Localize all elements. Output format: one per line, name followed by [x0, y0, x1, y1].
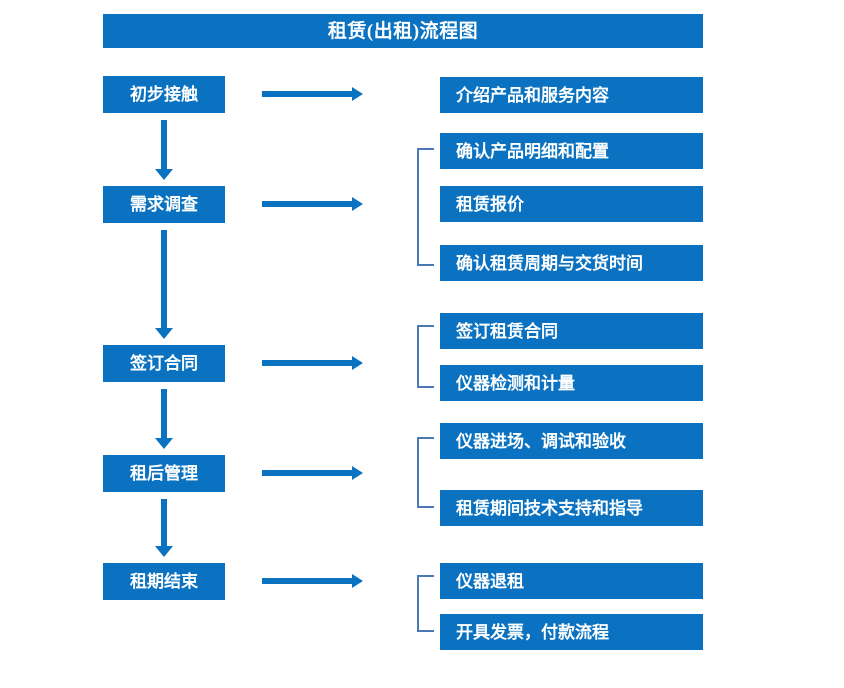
- arrow-shaft: [262, 201, 353, 207]
- stage-label: 签订合同: [130, 354, 198, 373]
- detail-box-instrument-inspection[interactable]: 仪器检测和计量: [440, 365, 703, 401]
- stage-label: 租后管理: [130, 464, 198, 483]
- detail-box-instrument-onsite-commissioning[interactable]: 仪器进场、调试和验收: [440, 423, 703, 459]
- arrow-head: [352, 197, 363, 211]
- detail-box-confirm-period-delivery[interactable]: 确认租赁周期与交货时间: [440, 245, 703, 281]
- arrow-shaft: [161, 120, 167, 169]
- group-bracket-rental-end: [417, 575, 434, 632]
- detail-label: 仪器退租: [456, 571, 524, 591]
- stage-label: 需求调查: [130, 195, 198, 214]
- stage-box-sign-contract[interactable]: 签订合同: [103, 345, 225, 382]
- detail-label: 仪器进场、调试和验收: [456, 431, 626, 451]
- stage-label: 初步接触: [130, 85, 198, 104]
- detail-box-confirm-product-spec[interactable]: 确认产品明细和配置: [440, 133, 703, 169]
- detail-label: 开具发票，付款流程: [456, 622, 609, 642]
- arrow-shaft: [161, 230, 167, 328]
- group-bracket-sign-contract: [417, 325, 434, 388]
- stage-label: 租期结束: [130, 572, 198, 591]
- detail-box-technical-support[interactable]: 租赁期间技术支持和指导: [440, 490, 703, 526]
- arrow-head: [155, 169, 173, 180]
- group-bracket-post-rental-management: [417, 437, 434, 508]
- arrow-shaft: [262, 470, 353, 476]
- right-arrow-icon-3: [262, 356, 363, 370]
- detail-label: 租赁报价: [456, 194, 524, 214]
- right-arrow-icon-1: [262, 87, 363, 101]
- page-title: 租赁(出租)流程图: [327, 20, 479, 42]
- detail-box-introduce-products[interactable]: 介绍产品和服务内容: [440, 77, 703, 113]
- detail-box-instrument-return[interactable]: 仪器退租: [440, 563, 703, 599]
- down-arrow-icon-4: [155, 499, 173, 557]
- right-arrow-icon-4: [262, 466, 363, 480]
- detail-label: 签订租赁合同: [456, 321, 558, 341]
- detail-label: 介绍产品和服务内容: [456, 85, 609, 105]
- stage-box-initial-contact[interactable]: 初步接触: [103, 76, 225, 113]
- arrow-shaft: [161, 389, 167, 438]
- stage-box-requirement-survey[interactable]: 需求调查: [103, 186, 225, 223]
- right-arrow-icon-5: [262, 574, 363, 588]
- arrow-shaft: [262, 578, 353, 584]
- arrow-head: [352, 574, 363, 588]
- detail-label: 确认租赁周期与交货时间: [456, 253, 643, 273]
- arrow-shaft: [262, 360, 353, 366]
- arrow-head: [352, 466, 363, 480]
- arrow-head: [352, 87, 363, 101]
- detail-box-invoice-payment[interactable]: 开具发票，付款流程: [440, 614, 703, 650]
- stage-box-post-rental-management[interactable]: 租后管理: [103, 455, 225, 492]
- arrow-head: [155, 438, 173, 449]
- down-arrow-icon-3: [155, 389, 173, 449]
- right-arrow-icon-2: [262, 197, 363, 211]
- down-arrow-icon-2: [155, 230, 173, 339]
- down-arrow-icon-1: [155, 120, 173, 180]
- detail-label: 租赁期间技术支持和指导: [456, 498, 643, 518]
- arrow-shaft: [161, 499, 167, 546]
- detail-label: 仪器检测和计量: [456, 373, 575, 393]
- arrow-head: [155, 546, 173, 557]
- group-bracket-requirement-survey: [417, 148, 434, 266]
- stage-box-rental-end[interactable]: 租期结束: [103, 563, 225, 600]
- detail-label: 确认产品明细和配置: [456, 141, 609, 161]
- detail-box-sign-rental-contract[interactable]: 签订租赁合同: [440, 313, 703, 349]
- arrow-shaft: [262, 91, 353, 97]
- arrow-head: [352, 356, 363, 370]
- arrow-head: [155, 328, 173, 339]
- chart-title-bar: 租赁(出租)流程图: [103, 14, 703, 48]
- detail-box-rental-quotation[interactable]: 租赁报价: [440, 186, 703, 222]
